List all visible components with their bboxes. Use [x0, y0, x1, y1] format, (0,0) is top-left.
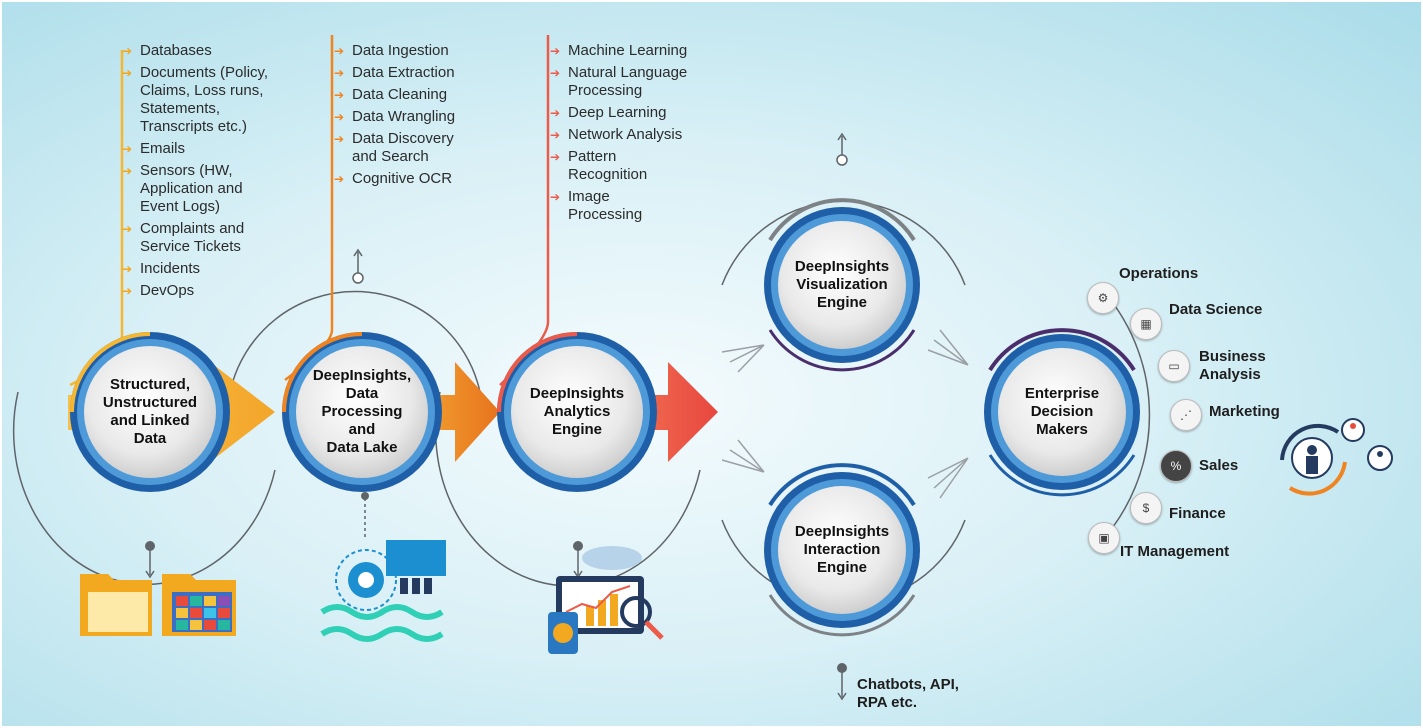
list-item: Emails: [122, 140, 312, 158]
list-item: Sensors (HW, Application and Event Logs): [122, 162, 312, 216]
list-item: DevOps: [122, 282, 312, 300]
role-operations: Operations: [1119, 265, 1199, 282]
list-item: Network Analysis: [550, 126, 730, 144]
sources-node-title: Structured, Unstructured and Linked Data: [102, 376, 198, 447]
list-item: Data Discovery and Search: [334, 130, 514, 166]
list-item: Pattern Recognition: [550, 148, 730, 184]
list-item: Complaints and Service Tickets: [122, 220, 312, 256]
operations-icon: ⚙: [1087, 282, 1119, 314]
analytics-dashboard-icon: [548, 546, 664, 654]
sources-leader-line: [69, 50, 124, 387]
data-lake-icon: [320, 540, 446, 642]
data-science-icon: ▦: [1130, 308, 1162, 340]
sources-list: Databases Documents (Policy, Claims, Los…: [122, 42, 312, 304]
list-item: Data Ingestion: [334, 42, 514, 60]
connector-markers: [145, 132, 848, 701]
analytics-node-title: DeepInsights Analytics Engine: [529, 385, 625, 438]
list-item: Data Extraction: [334, 64, 514, 82]
chevron-arrows: [721, 329, 969, 499]
role-business-analysis: Business Analysis: [1199, 348, 1266, 383]
list-item: Cognitive OCR: [334, 170, 514, 188]
role-marketing: Marketing: [1209, 403, 1280, 420]
finance-icon: $: [1130, 492, 1162, 524]
flow-arrow-3: [640, 362, 718, 462]
role-it-management: IT Management: [1120, 543, 1230, 560]
list-item: Data Cleaning: [334, 86, 514, 104]
sales-icon: %: [1160, 450, 1192, 482]
list-item: Image Processing: [550, 188, 730, 224]
marketing-icon: ⋰: [1170, 399, 1202, 431]
decision-node-title: Enterprise Decision Makers: [1024, 385, 1100, 438]
role-sales: Sales: [1199, 457, 1239, 474]
list-item: Incidents: [122, 260, 312, 278]
role-finance: Finance: [1169, 505, 1226, 522]
list-item: Databases: [122, 42, 312, 60]
list-item: Machine Learning: [550, 42, 730, 60]
node-rings: [70, 198, 1140, 637]
visualization-node-title: DeepInsights Visualization Engine: [794, 258, 890, 311]
list-item: Deep Learning: [550, 104, 730, 122]
it-management-icon: ▣: [1088, 522, 1120, 554]
role-data-science: Data Science: [1169, 301, 1263, 318]
interaction-node-title: DeepInsights Interaction Engine: [794, 523, 890, 576]
flow-arrow-2: [420, 362, 500, 462]
processing-list: Data Ingestion Data Extraction Data Clea…: [334, 42, 514, 192]
data-folders-icon: [80, 574, 236, 636]
list-item: Natural Language Processing: [550, 64, 730, 100]
business-analysis-icon: ▭: [1158, 350, 1190, 382]
interaction-outputs-label: Chatbots, API, RPA etc.: [857, 676, 959, 711]
processing-node-title: DeepInsights, Data Processing and Data L…: [312, 367, 412, 456]
decision-makers-icon: [1280, 418, 1393, 496]
analytics-list: Machine Learning Natural Language Proces…: [550, 42, 730, 228]
list-item: Data Wrangling: [334, 108, 514, 126]
list-item: Documents (Policy, Claims, Loss runs, St…: [122, 64, 312, 136]
